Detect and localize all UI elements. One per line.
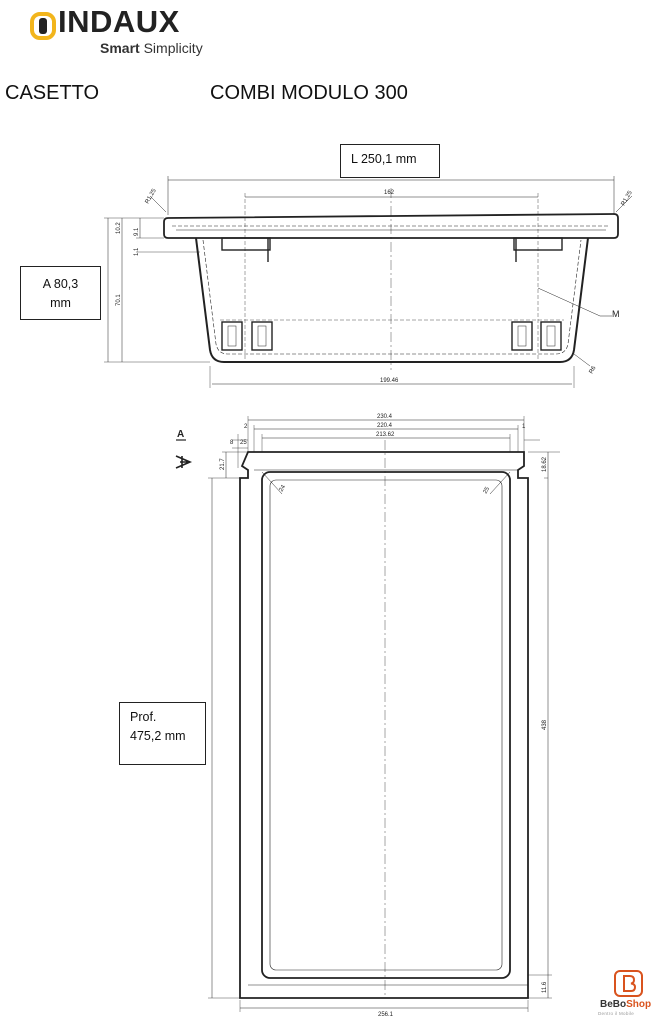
bebo-slogan: Dentro il Mobile (598, 1011, 635, 1016)
tray-inner-outline (261, 471, 511, 979)
side-view (104, 176, 633, 388)
dim-1-1: 1.1 (134, 247, 140, 256)
bebo-name-a: BeBo (600, 999, 627, 1010)
bebo-name: BeBoShop (600, 999, 651, 1010)
height-callout-line2: mm (50, 296, 71, 310)
dim-70-1: 70.1 (116, 294, 122, 306)
label-view-a: A (177, 429, 184, 440)
dim-256-1: 256.1 (378, 1012, 394, 1018)
tray-outer-outline (239, 451, 529, 999)
tagline-bold: Smart (100, 40, 140, 56)
indaux-logo (30, 6, 230, 58)
label-m: M (612, 309, 620, 319)
brand-name: INDAUX (58, 4, 180, 39)
dim-220-4: 220.4 (377, 423, 393, 429)
dim-213-62: 213.62 (376, 432, 395, 438)
depth-callout: Prof. 475,2 mm (119, 702, 206, 765)
top-view (175, 416, 560, 1012)
indaux-logo-icon (30, 12, 56, 40)
bebo-name-b: Shop (626, 999, 652, 1010)
radius-top-right: R1.25 (621, 190, 635, 207)
dim-9-1: 9.1 (134, 227, 140, 236)
tagline-rest: Simplicity (143, 40, 203, 56)
dim-21-7: 21.7 (220, 458, 226, 470)
drawer-body (195, 237, 589, 363)
radius-bottom: R6 (589, 365, 598, 375)
dim-230-4: 230.4 (377, 414, 393, 420)
product-model-title: COMBI MODULO 300 (210, 82, 408, 104)
dim-25-right: 25 (483, 486, 492, 495)
bebo-logo-icon (614, 970, 643, 997)
dim-199-46: 199.46 (380, 378, 399, 384)
height-callout: A 80,3 mm (20, 266, 101, 320)
dim-438: 438 (542, 719, 548, 730)
dim-8: 8 (230, 440, 234, 446)
view-direction-arrow-icon (175, 455, 193, 469)
dim-162: 162 (384, 190, 395, 196)
drawer-rim (163, 213, 619, 239)
dim-10-2: 10.2 (116, 222, 122, 234)
dim-18-62: 18.62 (542, 456, 548, 472)
product-type-title: CASETTO (5, 82, 100, 104)
depth-callout-line1: Prof. (130, 710, 157, 724)
dim-24: 24 (279, 484, 288, 493)
height-callout-line1: A 80,3 (42, 277, 79, 291)
top-view-labels: A 230.4 220.4 213.62 2 1 8 25 21.7 18.62… (177, 414, 548, 1018)
dim-2: 2 (244, 424, 248, 430)
dim-1: 1 (522, 424, 526, 430)
length-callout-text: L 250,1 mm (351, 152, 417, 166)
dim-25: 25 (240, 440, 247, 446)
depth-callout-line2: 475,2 mm (130, 729, 186, 743)
dim-11-6: 11.6 (542, 981, 548, 993)
brand-tagline: Smart Simplicity (100, 40, 203, 56)
length-callout: L 250,1 mm (340, 144, 440, 178)
